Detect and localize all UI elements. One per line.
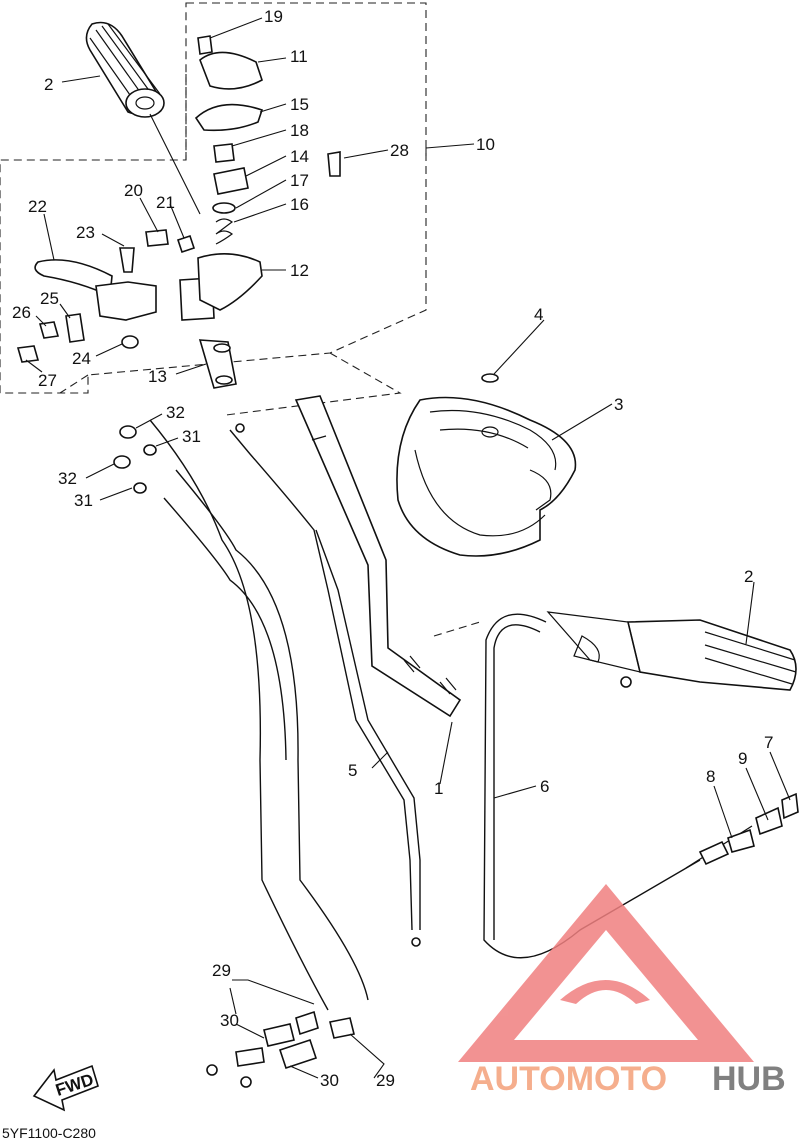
callout-11: 11 — [290, 47, 308, 66]
watermark: AUTOMOTO HUB — [458, 884, 786, 1098]
callout-3: 3 — [614, 395, 623, 414]
callout-14: 14 — [290, 147, 309, 166]
right-grip — [546, 611, 797, 691]
callout-30-right: 30 — [320, 1071, 339, 1090]
handlebar — [294, 395, 462, 718]
callout-17: 17 — [290, 171, 309, 190]
callout-26: 26 — [12, 303, 31, 322]
callout-23: 23 — [76, 223, 95, 242]
callout-18: 18 — [290, 121, 309, 140]
diagram-code: 5YF1100-C280 — [2, 1125, 96, 1140]
callout-5: 5 — [348, 761, 357, 780]
cable-fittings — [113, 423, 632, 1088]
callout-22: 22 — [28, 197, 47, 216]
callout-2-left: 2 — [44, 75, 53, 94]
callout-16: 16 — [290, 195, 309, 214]
callout-29-right: 29 — [376, 1071, 395, 1090]
left-lever-assembly — [16, 35, 341, 389]
callout-27: 27 — [38, 371, 57, 390]
callout-7: 7 — [764, 733, 773, 752]
callout-2-right: 2 — [744, 567, 753, 586]
callout-10: 10 — [476, 135, 495, 154]
callout-32-lower: 32 — [58, 469, 77, 488]
callout-25: 25 — [40, 289, 59, 308]
callout-32-upper: 32 — [166, 403, 185, 422]
callout-12: 12 — [290, 261, 309, 280]
callout-21: 21 — [156, 193, 175, 212]
callout-31-lower: 31 — [74, 491, 93, 510]
watermark-text-hub: HUB — [712, 1060, 786, 1098]
watermark-logo-icon — [458, 884, 754, 1062]
callout-24: 24 — [72, 349, 91, 368]
group-outlines — [0, 2, 481, 637]
callout-28: 28 — [390, 141, 409, 160]
callout-19: 19 — [264, 7, 283, 26]
callout-20: 20 — [124, 181, 143, 200]
callout-1: 1 — [434, 779, 443, 798]
callout-4: 4 — [534, 305, 543, 324]
callout-31-upper: 31 — [182, 427, 201, 446]
left-grip — [85, 21, 165, 118]
callout-9: 9 — [738, 749, 747, 768]
callout-30-left: 30 — [220, 1011, 239, 1030]
callout-15: 15 — [290, 95, 309, 114]
callout-6: 6 — [540, 777, 549, 796]
callout-29-left: 29 — [212, 961, 231, 980]
leader-lines — [25, 17, 791, 1079]
cap-4 — [481, 373, 499, 383]
fwd-arrow: FWD — [32, 1064, 99, 1112]
callout-13: 13 — [148, 367, 167, 386]
callout-numbers: 2 2 19 11 15 18 14 28 10 17 16 20 22 21 … — [12, 7, 773, 1090]
switch-cover — [396, 396, 577, 557]
callout-8: 8 — [706, 767, 715, 786]
watermark-text-main: AUTOMOTO — [470, 1060, 667, 1098]
